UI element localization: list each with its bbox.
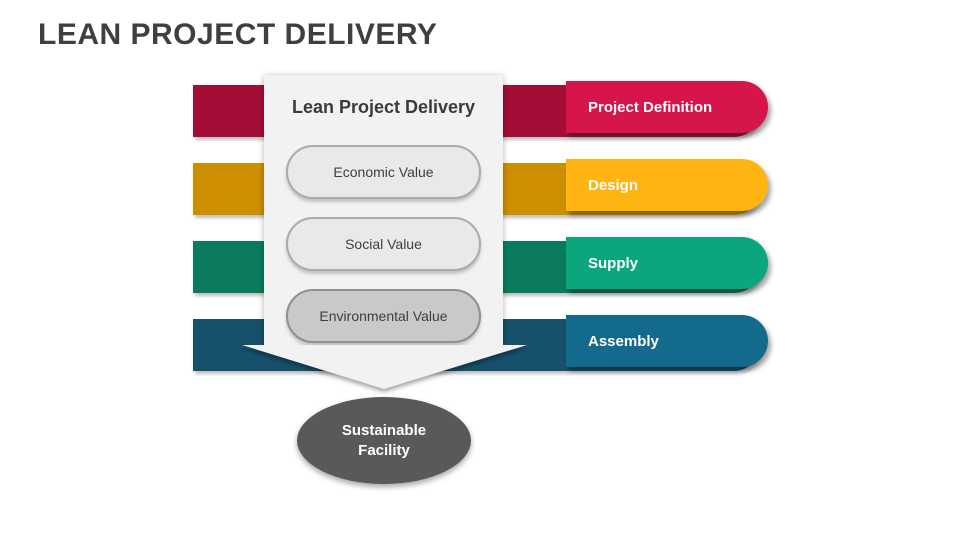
result-line2: Facility bbox=[358, 441, 410, 459]
phase-pill-supply: Supply bbox=[566, 237, 768, 289]
value-pill-economic: Economic Value bbox=[286, 145, 481, 199]
value-pill-label: Economic Value bbox=[333, 164, 434, 180]
phase-pill-assembly: Assembly bbox=[566, 315, 768, 367]
value-pill-environmental: Environmental Value bbox=[286, 289, 481, 343]
value-pill-label: Social Value bbox=[345, 236, 422, 252]
sustainable-facility-ellipse: Sustainable Facility bbox=[297, 397, 471, 484]
result-line1: Sustainable bbox=[341, 422, 427, 439]
phase-label: Assembly bbox=[588, 332, 659, 350]
phase-pill-design: Design bbox=[566, 159, 768, 211]
slide-title: LEAN PROJECT DELIVERY bbox=[38, 18, 438, 51]
value-pill-label: Environmental Value bbox=[319, 308, 448, 324]
phase-pill-project-definition: Project Definition bbox=[566, 81, 768, 133]
phase-label: Supply bbox=[588, 254, 639, 272]
lean-project-delivery-panel: Lean Project Delivery Economic Value Soc… bbox=[264, 75, 503, 345]
phase-label: Project Definition bbox=[588, 98, 713, 116]
down-arrow-icon bbox=[242, 345, 527, 389]
panel-heading: Lean Project Delivery bbox=[291, 97, 476, 117]
phase-label: Design bbox=[588, 176, 639, 194]
value-pill-social: Social Value bbox=[286, 217, 481, 271]
